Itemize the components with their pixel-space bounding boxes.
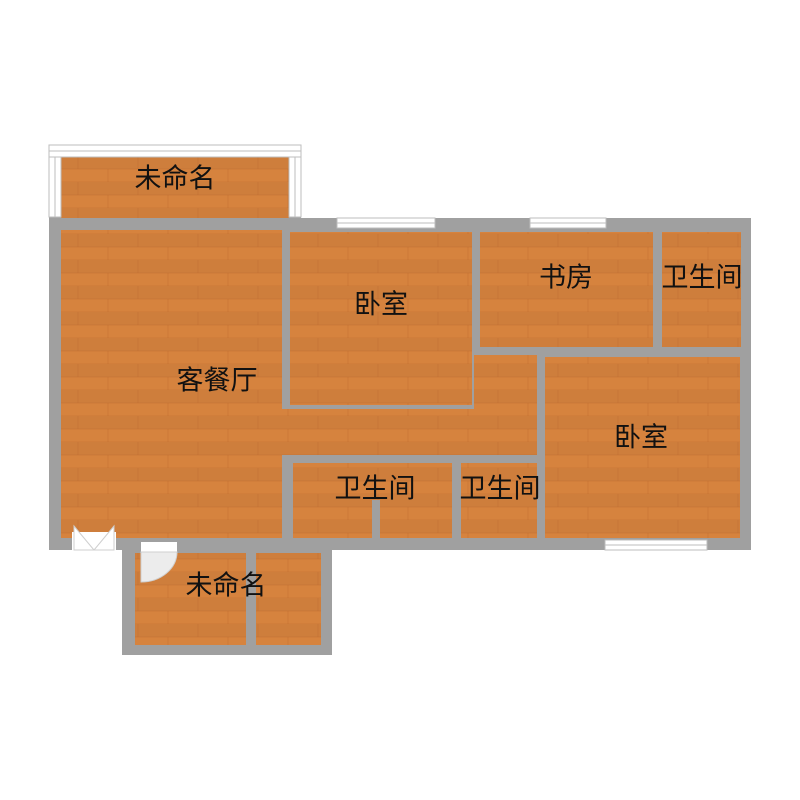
room-labels: 未命名 客餐厅 卧室 书房 卫生间 卧室 卫生间 卫生间 未命名 xyxy=(135,164,743,602)
window-bedroom-main xyxy=(336,217,436,229)
bedroom-se-floor xyxy=(545,357,740,538)
study-floor xyxy=(480,232,653,347)
bathroom-ne-floor xyxy=(662,232,741,347)
doors xyxy=(72,524,178,583)
balcony-top-floor xyxy=(61,157,289,218)
room-label-living-dining: 客餐厅 xyxy=(177,366,258,397)
room-label-bathroom-ne: 卫生间 xyxy=(662,263,743,294)
room-label-bedroom-main: 卧室 xyxy=(354,290,408,321)
window-balcony-left xyxy=(48,156,62,218)
room-floors xyxy=(61,157,741,645)
living-dining-floor xyxy=(61,230,537,538)
room-label-balcony-top: 未命名 xyxy=(135,164,216,195)
door-entrance-icon xyxy=(72,524,116,551)
window-balcony-right xyxy=(288,156,302,218)
window-bedroom-se xyxy=(604,539,708,551)
bedroom-main-floor xyxy=(290,232,472,405)
window-study xyxy=(529,217,607,229)
bathroom-2-floor xyxy=(461,463,537,538)
room-label-bathroom-1: 卫生间 xyxy=(335,474,416,505)
room-label-bathroom-2: 卫生间 xyxy=(460,474,541,505)
door-balcony-swing-icon xyxy=(140,542,178,583)
room-label-study: 书房 xyxy=(539,263,593,294)
window-top-balcony xyxy=(48,144,302,158)
room-label-balcony-bottom: 未命名 xyxy=(186,571,267,602)
partitions xyxy=(246,500,380,645)
windows xyxy=(48,144,708,551)
room-label-bedroom-se: 卧室 xyxy=(614,423,668,454)
